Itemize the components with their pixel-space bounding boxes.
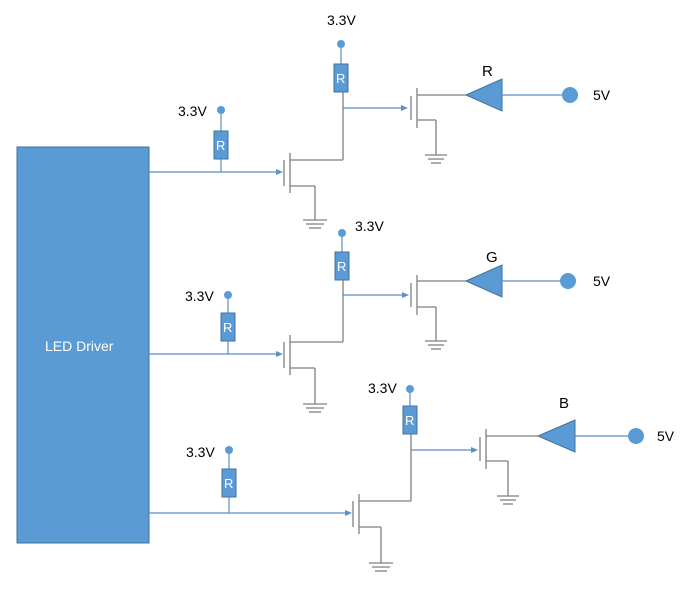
ground-symbol (425, 154, 447, 164)
rail-label-3v3: 3.3V (327, 12, 356, 28)
svg-text:R: R (216, 138, 225, 153)
ground-symbol (369, 562, 393, 572)
transistor (283, 335, 343, 375)
led-driver-label: LED Driver (45, 338, 114, 354)
channel-green: 3.3V R 3.3V R (149, 218, 611, 413)
transistor (410, 275, 466, 315)
transistor (352, 494, 411, 534)
rail-dot-3v3 (338, 229, 346, 237)
rail-dot-3v3 (217, 106, 225, 114)
rail-dot-3v3 (406, 385, 414, 393)
ground-symbol (497, 495, 519, 505)
rail-dot-5v (628, 428, 644, 444)
ground-symbol (425, 340, 447, 350)
svg-text:R: R (336, 71, 345, 86)
svg-text:R: R (223, 320, 232, 335)
ground-symbol (303, 219, 327, 229)
rail-dot-5v (562, 87, 578, 103)
rail-dot-3v3 (224, 291, 232, 299)
svg-text:R: R (405, 413, 414, 428)
resistor: R (213, 130, 229, 160)
svg-text:R: R (337, 259, 346, 274)
rail-label-3v3: 3.3V (185, 288, 214, 304)
rail-dot-3v3 (337, 40, 345, 48)
rail-label-5v: 5V (657, 428, 675, 444)
led-label: R (482, 63, 493, 80)
rail-dot-3v3 (225, 446, 233, 454)
rail-label-3v3: 3.3V (186, 444, 215, 460)
led-diode (536, 419, 576, 453)
rail-label-3v3: 3.3V (178, 103, 207, 119)
svg-text:R: R (224, 476, 233, 491)
led-diode (464, 78, 503, 112)
resistor: R (333, 63, 349, 93)
rail-label-3v3: 3.3V (368, 380, 397, 396)
channel-blue: 3.3V R 3.3V R (149, 380, 675, 572)
ground-symbol (303, 403, 327, 413)
led-label: B (559, 395, 569, 412)
rail-label-5v: 5V (593, 273, 611, 289)
channel-red: 3.3V R 3.3V R (149, 12, 611, 229)
resistor: R (221, 468, 237, 498)
rail-label-5v: 5V (593, 87, 611, 103)
led-diode (464, 264, 503, 298)
rail-dot-5v (560, 273, 576, 289)
led-driver-block (16, 146, 150, 544)
resistor: R (334, 251, 350, 281)
transistor (479, 429, 538, 469)
transistor (410, 88, 466, 128)
resistor: R (220, 312, 236, 342)
rail-label-3v3: 3.3V (355, 218, 384, 234)
transistor (283, 153, 343, 193)
resistor: R (402, 405, 418, 435)
led-label: G (486, 249, 498, 266)
